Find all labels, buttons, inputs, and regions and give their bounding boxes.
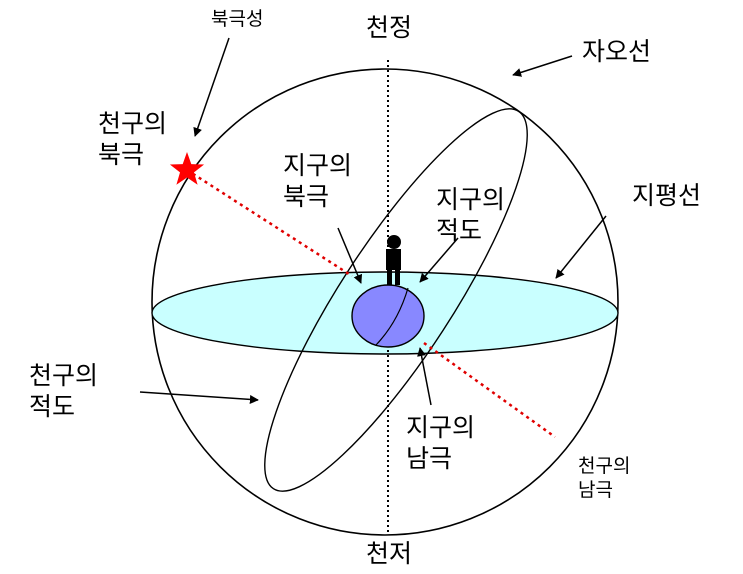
celestial-axis-north — [186, 168, 353, 278]
celestial-equator-label: 천구의 적도 — [29, 361, 99, 422]
celestial-axis-south — [423, 341, 556, 439]
north-star-label: 북극성 — [211, 8, 264, 30]
arrow-earth-equator — [419, 237, 459, 283]
celestial-north-pole-label: 천구의 북극 — [98, 109, 168, 170]
celestial-south-pole-label: 천구의 남극 — [578, 455, 631, 501]
observer-figure — [386, 235, 401, 285]
arrow-earth-south-pole — [417, 347, 432, 406]
nadir-label: 천저 — [366, 539, 413, 568]
north-star-icon — [169, 152, 205, 185]
arrow-horizon — [555, 215, 607, 279]
earth-equator-label: 지구의 적도 — [436, 185, 506, 246]
celestial-equator-ellipse — [264, 108, 528, 492]
arrow-celestial-equator — [139, 391, 259, 404]
earth-south-pole-label: 지구의 남극 — [406, 413, 476, 474]
vertical-circle-label: 자오선 — [582, 37, 652, 66]
celestial-sphere — [151, 68, 619, 536]
arrow-earth-north-pole — [337, 227, 363, 284]
arrow-north-star — [193, 37, 230, 137]
earth-equator-arc — [375, 287, 409, 346]
horizon-label: 지평선 — [632, 181, 702, 210]
earth-north-pole-label: 지구의 북극 — [283, 151, 353, 212]
arrow-vertical-circle — [512, 55, 573, 77]
earth — [351, 284, 425, 348]
zenith-label: 천정 — [366, 13, 413, 42]
